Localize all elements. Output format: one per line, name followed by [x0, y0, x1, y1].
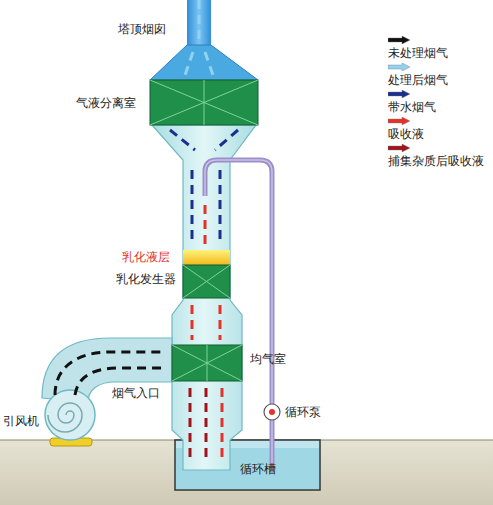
- legend-text: 带水烟气: [388, 100, 436, 114]
- part-label: 引风机: [3, 414, 39, 428]
- part-label: 乳化液层: [122, 250, 170, 264]
- legend-text: 处理后烟气: [388, 73, 448, 87]
- part-label: 气液分离室: [76, 96, 136, 110]
- legend-item: 捕集杂质后吸收液: [388, 144, 484, 168]
- legend-item: 处理后烟气: [388, 63, 448, 87]
- legend-arrow: [388, 36, 410, 44]
- part-label: 循环槽: [240, 462, 276, 476]
- part-label: 烟气入口: [112, 386, 160, 400]
- legend-arrow: [388, 90, 410, 98]
- legend-arrow: [388, 117, 410, 125]
- legend-text: 未处理烟气: [388, 46, 448, 60]
- legend-arrow: [388, 63, 410, 71]
- part-label: 循环泵: [285, 405, 321, 419]
- part-label: 乳化发生器: [116, 272, 176, 286]
- legend-item: 未处理烟气: [388, 36, 448, 60]
- legend-item: 带水烟气: [388, 90, 436, 114]
- part-label: 均气室: [250, 352, 286, 366]
- legend-item: 吸收液: [388, 117, 424, 141]
- legend-arrow: [388, 144, 410, 152]
- part-label: 塔顶烟囱: [118, 22, 166, 36]
- legend-text: 捕集杂质后吸收液: [388, 154, 484, 168]
- legend-text: 吸收液: [388, 127, 424, 141]
